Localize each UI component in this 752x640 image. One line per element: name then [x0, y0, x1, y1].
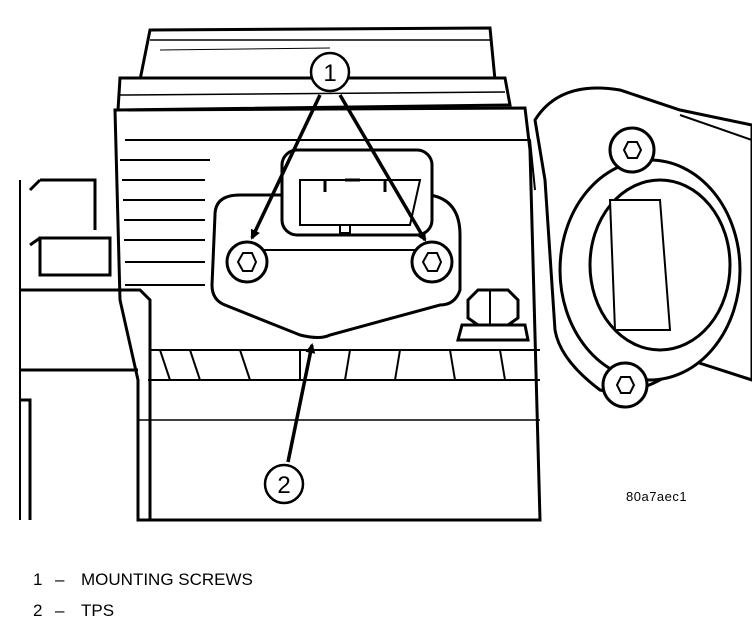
svg-text:1: 1: [323, 60, 336, 87]
mounting-screw-right: [410, 240, 454, 284]
throttle-body-illustration: 1 2: [19, 26, 752, 522]
top-housing: [116, 26, 512, 112]
hex-bolt: [456, 288, 530, 342]
legend-item: 2–TPS: [33, 601, 114, 621]
tps-sensor: [210, 148, 462, 339]
legend-number: 2: [33, 601, 43, 620]
mounting-screw-left: [225, 240, 269, 284]
legend-text: TPS: [81, 601, 115, 620]
legend-number: 1: [33, 570, 43, 589]
svg-text:2: 2: [277, 472, 290, 499]
legend-text: MOUNTING SCREWS: [81, 570, 253, 589]
legend-dash: –: [55, 570, 65, 589]
arrow-to-tps: [286, 343, 316, 463]
arrow-to-left-screw: [250, 94, 322, 240]
callout-arrows: [250, 94, 427, 463]
legend-item: 1–MOUNTING SCREWS: [33, 570, 253, 590]
arrow-to-right-screw: [338, 94, 427, 242]
air-inlet-flange: [533, 86, 752, 409]
left-bracket: [19, 178, 152, 520]
legend-dash: –: [55, 601, 65, 620]
figure-code: 80a7aec1: [626, 489, 688, 504]
callout-1: 1: [309, 51, 351, 93]
callout-2: 2: [263, 463, 305, 505]
